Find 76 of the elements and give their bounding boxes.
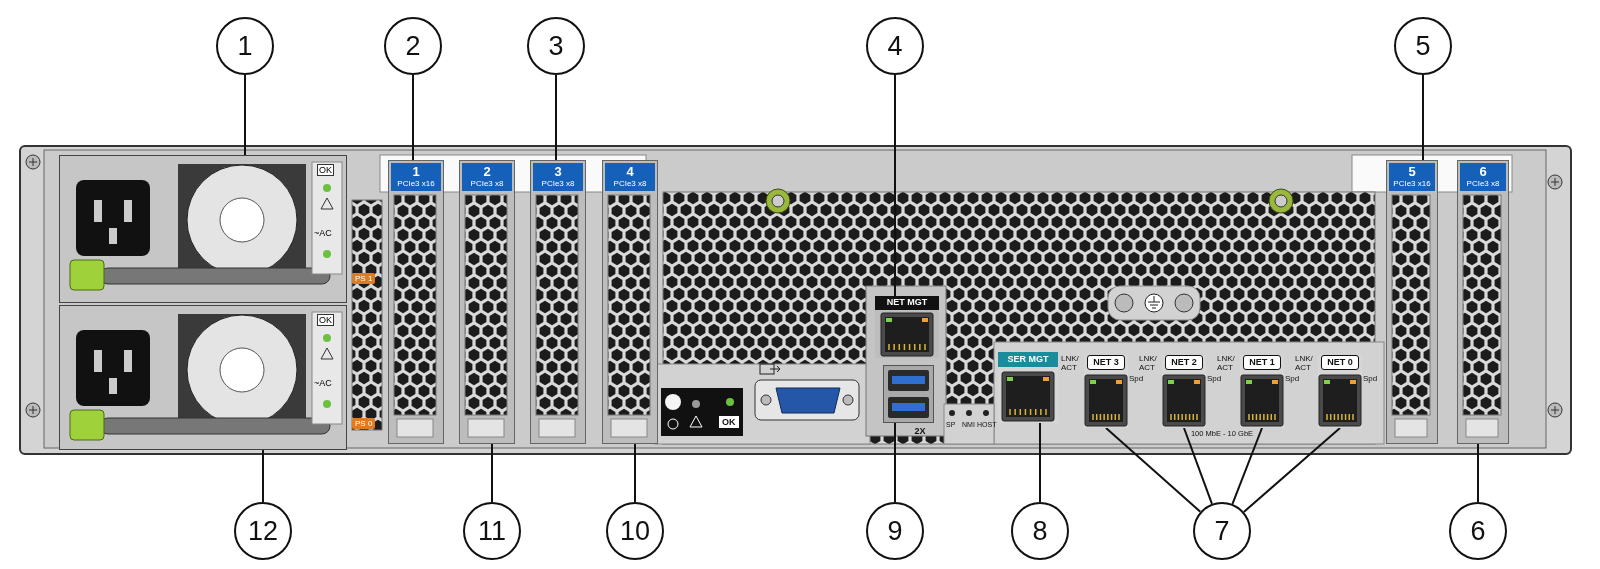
power-supply [59, 305, 347, 450]
slot-number: 1 [411, 164, 421, 179]
slot-number: 3 [553, 164, 563, 179]
leader-line [1231, 427, 1263, 505]
power-supply [59, 155, 347, 303]
port-label: NET 2 [1170, 357, 1198, 367]
network-port [1162, 355, 1206, 428]
pcie-slot [388, 160, 444, 444]
port-label: 2X [914, 426, 926, 436]
callout-number: 10 [606, 502, 664, 560]
power-supply-label: PS 1 [352, 273, 376, 284]
leader-line [1242, 427, 1341, 513]
slot-number: 5 [1407, 164, 1417, 179]
port-label: NET 0 [1326, 357, 1354, 367]
status-led-label: Spd [1129, 374, 1144, 383]
slot-type-label: PCIe3 x16 [1392, 179, 1432, 188]
port-label: SER MGT [1006, 354, 1050, 364]
slot-type-label: PCIe3 x16 [396, 179, 436, 188]
slot-number: 2 [482, 164, 492, 179]
leader-line [894, 422, 896, 503]
leader-line [1105, 427, 1202, 513]
leader-line [1183, 427, 1213, 505]
leader-line [262, 449, 264, 503]
port-label: NET MGT [885, 297, 929, 307]
network-management-port [875, 296, 939, 358]
status-led-label: LNK/ ACT [1217, 354, 1236, 372]
pcie-slot [1386, 160, 1438, 444]
slot-type-label: PCIe3 x8 [469, 179, 505, 188]
port-label: NET 1 [1248, 357, 1276, 367]
callout-number: 11 [463, 502, 521, 560]
slot-number: 4 [625, 164, 635, 179]
leader-line [1477, 443, 1479, 503]
indicator-label: OK [317, 164, 334, 176]
slot-type-label: PCIe3 x8 [1465, 179, 1501, 188]
indicator-label: ~AC [314, 228, 332, 238]
port-label: NET 3 [1092, 357, 1120, 367]
callout-number: 9 [866, 502, 924, 560]
indicator-label: OK [317, 314, 334, 326]
status-led-label: LNK/ ACT [1295, 354, 1314, 372]
indicator-label: OK [719, 416, 739, 428]
callout-number: 8 [1011, 502, 1069, 560]
callout-number: 4 [866, 17, 924, 75]
callout-number: 3 [527, 17, 585, 75]
leader-line [894, 74, 896, 297]
leader-line [634, 443, 636, 503]
status-led-label: LNK/ ACT [1061, 354, 1080, 372]
network-port [1084, 355, 1128, 428]
callout-number: 12 [234, 502, 292, 560]
leader-line [1422, 74, 1424, 161]
status-led-label: Spd [1207, 374, 1222, 383]
callout-number: 2 [384, 17, 442, 75]
network-port [1318, 355, 1362, 428]
leader-line [1039, 422, 1041, 503]
serial-management-port [998, 352, 1058, 423]
leader-line [491, 443, 493, 503]
slot-type-label: PCIe3 x8 [540, 179, 576, 188]
pcie-slot [459, 160, 515, 444]
leader-line [412, 74, 414, 161]
pcie-slot [602, 160, 658, 444]
pcie-slot [1457, 160, 1509, 444]
callout-number: 1 [216, 17, 274, 75]
leader-line [555, 74, 557, 161]
callout-number: 5 [1394, 17, 1452, 75]
network-port [1240, 355, 1284, 428]
power-supply-label: PS 0 [352, 418, 376, 429]
callout-number: 7 [1193, 502, 1251, 560]
slot-number: 6 [1478, 164, 1488, 179]
leader-line [244, 74, 246, 156]
status-led-label: LNK/ ACT [1139, 354, 1158, 372]
indicator-label: ~AC [314, 378, 332, 388]
slot-type-label: PCIe3 x8 [612, 179, 648, 188]
pcie-slot [530, 160, 586, 444]
callout-number: 6 [1449, 502, 1507, 560]
usb-ports [883, 365, 934, 423]
status-led-label: Spd [1285, 374, 1300, 383]
status-led-label: Spd [1363, 374, 1378, 383]
